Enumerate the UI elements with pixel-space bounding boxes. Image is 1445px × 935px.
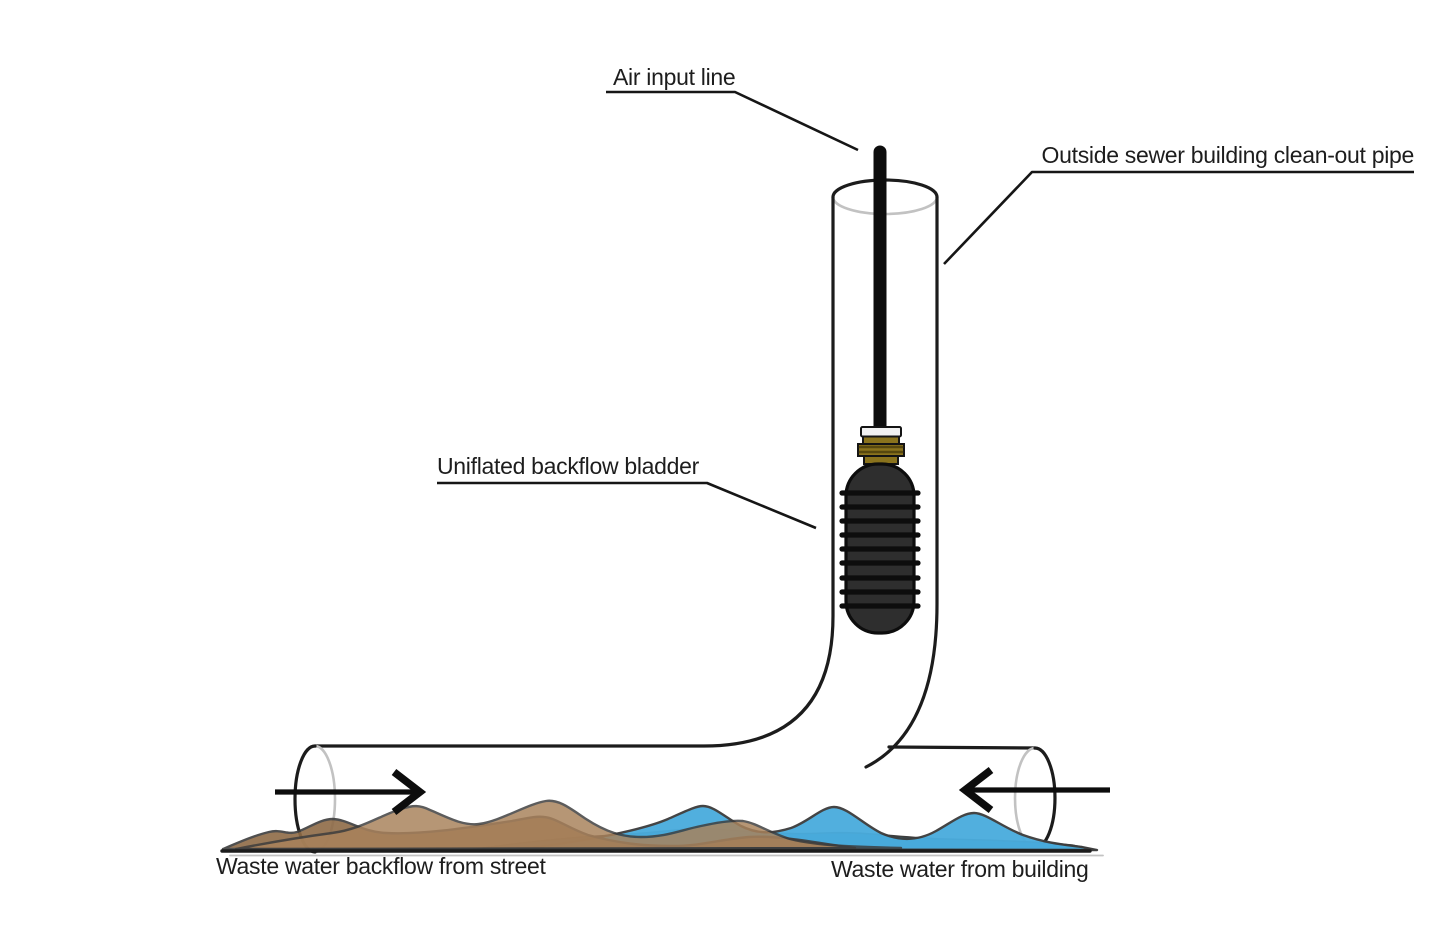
arrow-head-right-icon <box>391 769 427 815</box>
brown-water-front-wave <box>234 799 903 851</box>
flow-arrow-backflow <box>275 769 427 815</box>
pipe-right-top <box>887 745 1037 750</box>
bladder-assembly <box>839 145 921 635</box>
label-waste-backflow-street: Waste water backflow from street <box>216 853 546 879</box>
waste-water <box>221 799 1099 852</box>
pipe-right-wall <box>864 195 939 769</box>
label-waste-from-building: Waste water from building <box>831 856 1089 882</box>
label-cleanout-pipe: Outside sewer building clean-out pipe <box>1041 142 1415 168</box>
leader-backflow-bladder <box>437 481 817 530</box>
pipe-right-end-front-rim <box>1033 746 1057 850</box>
cleanout-pipe-outline <box>293 178 1057 854</box>
flow-arrow-building <box>958 767 1110 813</box>
collar-nut <box>860 426 902 438</box>
arrow-head-left-icon <box>958 767 994 813</box>
leader-cleanout-pipe <box>943 170 1414 265</box>
bladder-ribs <box>839 490 921 609</box>
label-air-input-line: Air input line <box>613 64 736 90</box>
label-backflow-bladder: Uniflated backflow bladder <box>437 453 699 479</box>
leader-air-input-line <box>606 90 859 152</box>
pipe-left-wall <box>313 195 835 748</box>
